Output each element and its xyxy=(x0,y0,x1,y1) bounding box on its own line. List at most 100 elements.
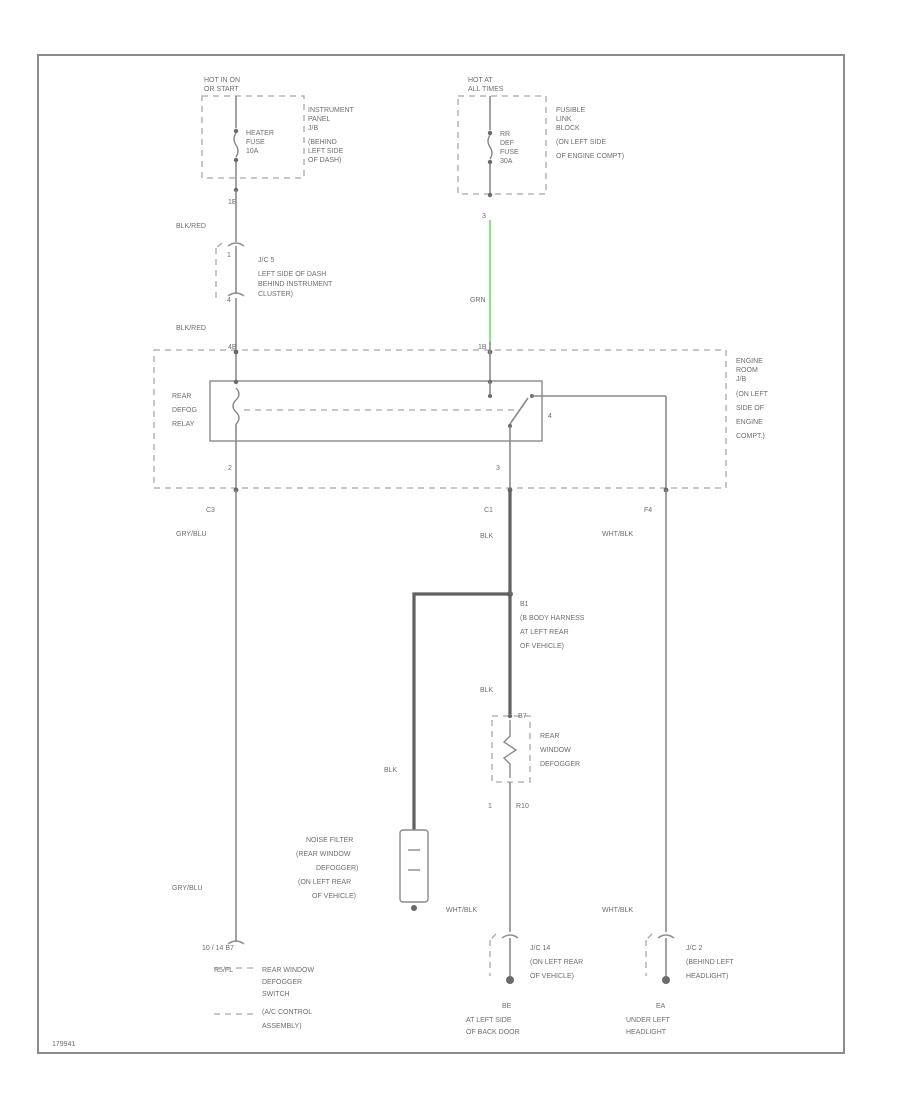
conn-c3-label: C3 xyxy=(206,507,215,514)
ip-jb-line-4: (BEHIND xyxy=(308,139,337,146)
ground-ea-line-2: HEADLIGHT xyxy=(626,1029,667,1036)
switch-line-3: SWITCH xyxy=(262,991,290,998)
relay-pin-3: 3 xyxy=(496,465,500,472)
jc5-line-3: BEHIND INSTRUMENT xyxy=(258,281,333,288)
heater-fuse-group: HOT IN ON OR START HEATER FUSE 10A INSTR… xyxy=(201,77,355,206)
heater-fuse-line-1: HEATER xyxy=(246,130,274,137)
rr-def-fuse-box xyxy=(457,95,547,195)
splice-line-3: OF VEHICLE) xyxy=(520,643,564,650)
splice-line-2: AT LEFT REAR xyxy=(520,629,569,636)
switch-line-5: ASSEMBLY) xyxy=(262,1023,302,1030)
rr-def-fuse-group: HOT AT ALL TIMES RR DEF FUSE 30A FUSIBLE… xyxy=(457,77,624,220)
jc14-line-2: (ON LEFT REAR xyxy=(530,959,583,966)
switch-line-2: DEFOGGER xyxy=(262,979,302,986)
conn-f4-label: F4 xyxy=(644,507,652,514)
heater-fuse-line-3: 10A xyxy=(246,148,259,155)
conn-c1-label: C1 xyxy=(484,507,493,514)
engine-jb-line-6: ENGINE xyxy=(736,419,763,426)
engine-jb-line-1: ENGINE xyxy=(736,358,763,365)
or-start-label: OR START xyxy=(204,86,239,93)
ground-be: BE AT LEFT SIDE OF BACK DOOR xyxy=(466,976,520,1036)
relay-pin-4: 4 xyxy=(548,413,552,420)
ip-jb-line-2: PANEL xyxy=(308,116,331,123)
ip-jb-line-1: INSTRUMENT xyxy=(308,107,355,114)
rr-def-fuse-line-2: DEF xyxy=(500,140,514,147)
rr-def-fuse-line-1: RR xyxy=(500,131,510,138)
pin-1e-label: 1E xyxy=(228,199,237,206)
engine-room-jb: 4B 1B ENGINE ROOM J/B (ON LEFT SIDE OF E… xyxy=(153,342,769,489)
fl-block-line-1: FUSIBLE xyxy=(556,107,586,114)
fuse-symbol-left xyxy=(233,132,239,158)
jc2-line-2: (BEHIND LEFT xyxy=(686,959,735,966)
hot-in-on-label: HOT IN ON xyxy=(204,77,240,84)
rear-window-defogger-switch: 10 / 14 B7 R5/FL REAR WINDOW DEFOGGER SW… xyxy=(202,940,315,1030)
splice-id: B1 xyxy=(520,601,529,608)
relay-pin-2: 2 xyxy=(228,465,232,472)
ground-ea-line-1: UNDER LEFT xyxy=(626,1017,671,1024)
wire-label-gry-blu-2: GRY/BLU xyxy=(172,885,203,892)
junction-connector-2: J/C 2 (BEHIND LEFT HEADLIGHT) xyxy=(645,933,735,980)
jc14-line-3: OF VEHICLE) xyxy=(530,973,574,980)
fl-block-line-2: LINK xyxy=(556,116,572,123)
diagram-frame xyxy=(37,54,845,1054)
fuse-symbol-right xyxy=(487,134,493,160)
ground-ea-id: EA xyxy=(656,1003,666,1010)
noise-filter-line-5: OF VEHICLE) xyxy=(312,893,356,900)
rear-defog-relay: 4 REAR DEFOG RELAY 2 3 C3 C1 F4 xyxy=(172,379,669,514)
fl-block-line-5: OF ENGINE COMPT) xyxy=(556,153,624,160)
splice-b1: B1 (B BODY HARNESS AT LEFT REAR OF VEHIC… xyxy=(412,592,585,830)
noise-filter-line-1: NOISE FILTER xyxy=(306,837,353,844)
pin-1b-label: 1B xyxy=(478,344,487,351)
defogger-line-2: WINDOW xyxy=(540,747,571,754)
wire-label-grn: GRN xyxy=(470,297,486,304)
switch-pins: 10 / 14 B7 xyxy=(202,945,234,952)
wire-label-blk-3: BLK xyxy=(384,767,398,774)
wire-label-blk-2: BLK xyxy=(480,687,494,694)
noise-filter-line-4: (ON LEFT REAR xyxy=(298,879,351,886)
switch-id: R5/FL xyxy=(214,967,233,974)
wire-label-blk-red-2: BLK/RED xyxy=(176,325,206,332)
junction-connector-5: 1 4 J/C 5 LEFT SIDE OF DASH BEHIND INSTR… xyxy=(215,242,333,304)
jc5-pin-bottom: 4 xyxy=(227,297,231,304)
noise-filter-line-2: (REAR WINDOW xyxy=(296,851,351,858)
wire-label-blk-1: BLK xyxy=(480,533,494,540)
wire-label-wht-blk-2: WHT/BLK xyxy=(602,531,633,538)
defogger-pin: B7 xyxy=(518,713,527,720)
engine-jb-line-4: (ON LEFT xyxy=(736,391,769,398)
engine-jb-dashed-box xyxy=(153,349,727,489)
heater-fuse-line-2: FUSE xyxy=(246,139,265,146)
relay-switch-arm xyxy=(509,397,529,425)
wire-label-gry-blu-1: GRY/BLU xyxy=(176,531,207,538)
defogger-line-1: REAR xyxy=(540,733,559,740)
jc5-line-4: CLUSTER) xyxy=(258,291,293,298)
defogger-element xyxy=(502,720,518,778)
wire-label-blk-red-1: BLK/RED xyxy=(176,223,206,230)
wire-label-wht-blk-1: WHT/BLK xyxy=(446,907,477,914)
heater-fuse-box xyxy=(201,95,305,179)
jc14-line-1: J/C 14 xyxy=(530,945,550,952)
noise-filter-line-3: DEFOGGER) xyxy=(316,865,358,872)
defogger-pin-1: 1 xyxy=(488,803,492,810)
ip-jb-line-3: J/B xyxy=(308,125,318,132)
engine-jb-line-2: ROOM xyxy=(736,367,758,374)
ip-jb-line-5: LEFT SIDE xyxy=(308,148,344,155)
switch-line-1: REAR WINDOW xyxy=(262,967,315,974)
ground-be-line-2: OF BACK DOOR xyxy=(466,1029,520,1036)
wire-label-wht-blk-3: WHT/BLK xyxy=(602,907,633,914)
ground-be-id: BE xyxy=(502,1003,512,1010)
jc5-line-1: J/C 5 xyxy=(258,257,274,264)
switch-line-4: (A/C CONTROL xyxy=(262,1009,312,1016)
ip-jb-line-6: OF DASH) xyxy=(308,157,341,164)
footer-code: 179941 xyxy=(52,1041,75,1048)
engine-jb-line-3: J/B xyxy=(736,376,746,383)
fl-block-line-3: BLOCK xyxy=(556,125,580,132)
hot-at-label: HOT AT xyxy=(468,77,493,84)
fl-block-line-4: (ON LEFT SIDE xyxy=(556,139,606,146)
relay-line-1: REAR xyxy=(172,393,191,400)
relay-line-2: DEFOG xyxy=(172,407,197,414)
rr-def-fuse-line-4: 30A xyxy=(500,158,513,165)
defogger-line-3: DEFOGGER xyxy=(540,761,580,768)
engine-jb-line-7: COMPT.) xyxy=(736,433,765,440)
relay-coil xyxy=(232,387,240,425)
